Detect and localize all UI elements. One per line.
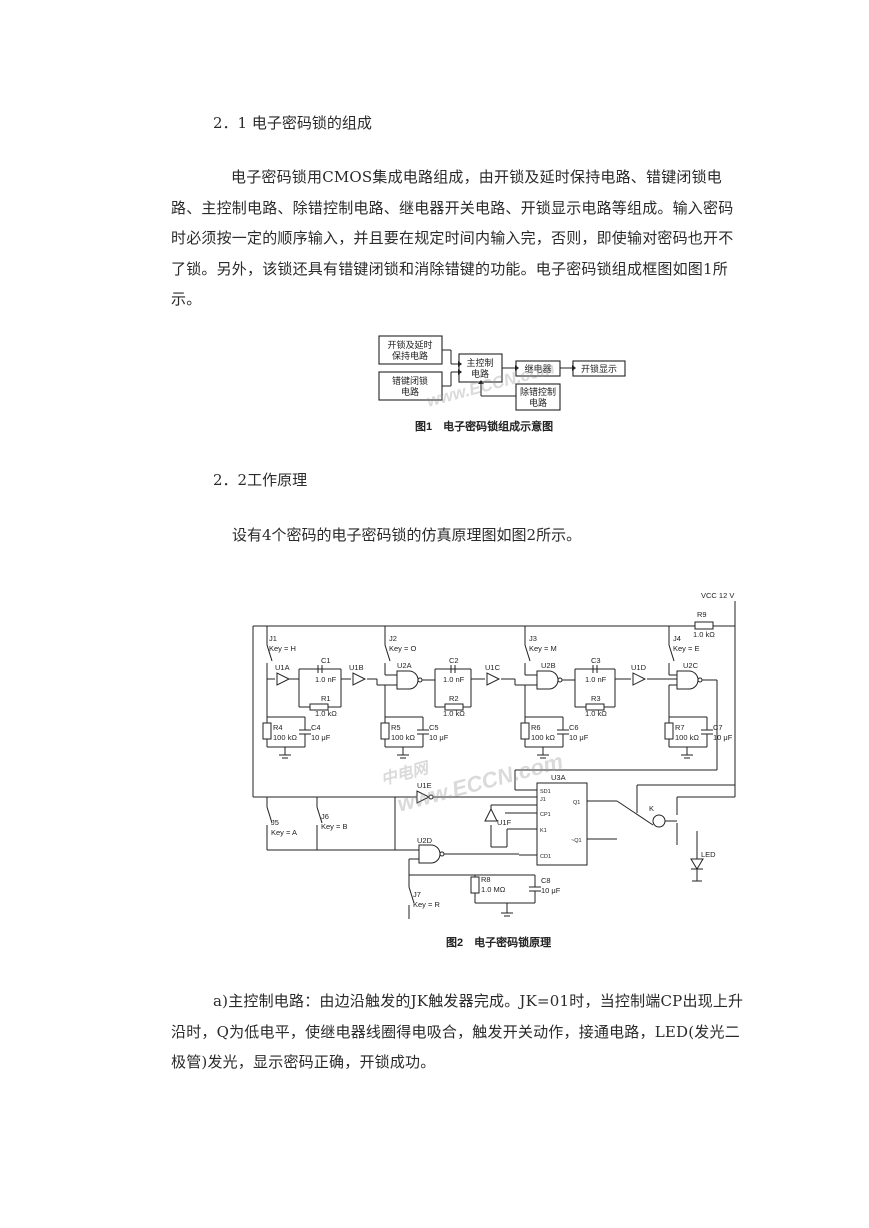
figure2-schematic: VCC 12 V R9 1.0 kΩ J1 Key = H J2 Key = O… — [252, 591, 736, 919]
fig2-c6-label: C6 — [569, 723, 579, 732]
fig2-r5-value: 100 kΩ — [391, 733, 415, 742]
fig2-r5-label: R5 — [391, 723, 401, 732]
fig2-led-label: LED — [701, 850, 716, 859]
fig1-main-control-label-1: 主控制 — [466, 357, 493, 368]
intro-text: 电子密码锁用CMOS集成电路组成，由开锁及延时保持电路、错键闭锁电路、主控制电路… — [171, 168, 734, 308]
fig2-r7-label: R7 — [675, 723, 685, 732]
paragraph-a: a)主控制电路：由边沿触发的JK触发器完成。JK=01时，当控制端CP出现上升沿… — [171, 986, 745, 1078]
fig2-r1-value: 1.0 kΩ — [315, 709, 337, 718]
fig2-r9-label: R9 — [697, 610, 707, 619]
fig2-u2d-label: U2D — [417, 836, 433, 845]
fig2-c3-label: C3 — [591, 656, 601, 665]
section-heading-2-1: 2．1 电子密码锁的组成 — [213, 114, 372, 132]
fig1-unlock-delay-label-2: 保持电路 — [392, 350, 428, 361]
fig2-c8-label: C8 — [541, 876, 551, 885]
fig2-j7-key: Key = R — [413, 900, 440, 909]
fig1-error-clear-label-2: 电路 — [529, 397, 547, 408]
fig2-j3-key: Key = M — [529, 644, 557, 653]
fig2-c6-value: 10 μF — [569, 733, 589, 742]
figure2-intro: 设有4个密码的电子密码锁的仿真原理图如图2所示。 — [232, 526, 582, 544]
fig2-ff-k-pin: K1 — [540, 828, 547, 834]
fig2-ff-j-pin: J1 — [540, 797, 546, 803]
section-heading-2-2: 2．2工作原理 — [213, 471, 308, 489]
fig2-j1-key: Key = H — [269, 644, 296, 653]
fig2-c7-label: C7 — [713, 723, 723, 732]
fig1-unlock-delay-label-1: 开锁及延时 — [387, 339, 432, 350]
fig2-r2-value: 1.0 kΩ — [443, 709, 465, 718]
fig1-relay-label: 继电器 — [524, 363, 551, 374]
fig2-u2c-label: U2C — [683, 661, 699, 670]
fig2-u3a-label: U3A — [551, 773, 566, 782]
fig2-r3-label: R3 — [591, 694, 601, 703]
fig2-j6-key: Key = B — [321, 822, 347, 831]
fig2-r7-value: 100 kΩ — [675, 733, 699, 742]
fig2-r8-label: R8 — [481, 875, 491, 884]
fig2-u1d-label: U1D — [631, 663, 647, 672]
fig2-j5-label: J5 — [271, 818, 279, 827]
fig2-r8-value: 1.0 MΩ — [481, 885, 506, 894]
fig2-c3-value: 1.0 nF — [585, 675, 607, 684]
fig2-u1c-label: U1C — [485, 663, 501, 672]
fig2-j7-label: J7 — [413, 890, 421, 899]
fig2-c2-value: 1.0 nF — [443, 675, 465, 684]
fig2-c5-value: 10 μF — [429, 733, 449, 742]
figure2-caption: 图2 电子密码锁原理 — [446, 937, 552, 949]
fig2-u1f-label: U1F — [497, 818, 512, 827]
fig1-error-lock-label-2: 电路 — [401, 386, 419, 397]
fig2-j2-key: Key = O — [389, 644, 416, 653]
fig2-u1b-label: U1B — [349, 663, 364, 672]
fig2-u1e-label: U1E — [417, 781, 432, 790]
fig2-ff-cp-pin: CP1 — [540, 812, 551, 818]
fig2-j5-key: Key = A — [271, 828, 297, 837]
fig2-c4-label: C4 — [311, 723, 321, 732]
fig2-j4-label: J4 — [673, 634, 681, 643]
paragraph-a-text: a)主控制电路：由边沿触发的JK触发器完成。JK=01时，当控制端CP出现上升沿… — [171, 992, 744, 1071]
figure1-block-diagram: 开锁及延时 保持电路 错键闭锁 电路 主控制 电路 继电器 除错控制 电路 开锁… — [378, 335, 626, 411]
fig2-u2a-label: U2A — [397, 661, 412, 670]
fig2-c7-value: 10 μF — [713, 733, 733, 742]
fig2-c4-value: 10 μF — [311, 733, 331, 742]
fig2-c8-value: 10 μF — [541, 886, 561, 895]
fig2-u2b-label: U2B — [541, 661, 556, 670]
fig2-r3-value: 1.0 kΩ — [585, 709, 607, 718]
fig1-unlock-display-label: 开锁显示 — [581, 363, 617, 374]
fig2-r9-value: 1.0 kΩ — [693, 630, 715, 639]
fig2-c5-label: C5 — [429, 723, 439, 732]
fig2-ff-qn-pin: ~Q1 — [571, 838, 582, 844]
fig2-r2-label: R2 — [449, 694, 459, 703]
fig2-r6-value: 100 kΩ — [531, 733, 555, 742]
intro-paragraph: 电子密码锁用CMOS集成电路组成，由开锁及延时保持电路、错键闭锁电路、主控制电路… — [171, 162, 745, 315]
fig1-main-control-label-2: 电路 — [471, 368, 489, 379]
fig2-j4-key: Key = E — [673, 644, 699, 653]
fig2-ff-sd-pin: SD1 — [540, 789, 551, 795]
fig2-ff-q-pin: Q1 — [573, 800, 580, 806]
fig2-r4-label: R4 — [273, 723, 283, 732]
fig2-j6-label: J6 — [321, 812, 329, 821]
fig2-r1-label: R1 — [321, 694, 331, 703]
fig2-j3-label: J3 — [529, 634, 537, 643]
fig2-u1a-label: U1A — [275, 663, 290, 672]
fig1-error-lock-label-1: 错键闭锁 — [392, 375, 428, 386]
fig2-relay-k-label: K — [649, 804, 654, 813]
fig2-c1-value: 1.0 nF — [315, 675, 337, 684]
fig2-vcc-label: VCC 12 V — [701, 591, 734, 600]
fig2-j1-label: J1 — [269, 634, 277, 643]
fig2-c2-label: C2 — [449, 656, 459, 665]
fig2-ff-cd-pin: CD1 — [540, 854, 551, 860]
fig2-r4-value: 100 kΩ — [273, 733, 297, 742]
fig2-r6-label: R6 — [531, 723, 541, 732]
fig1-error-clear-label-1: 除错控制 — [520, 386, 556, 397]
fig2-j2-label: J2 — [389, 634, 397, 643]
fig2-c1-label: C1 — [321, 656, 331, 665]
figure1-caption: 图1 电子密码锁组成示意图 — [415, 421, 554, 433]
